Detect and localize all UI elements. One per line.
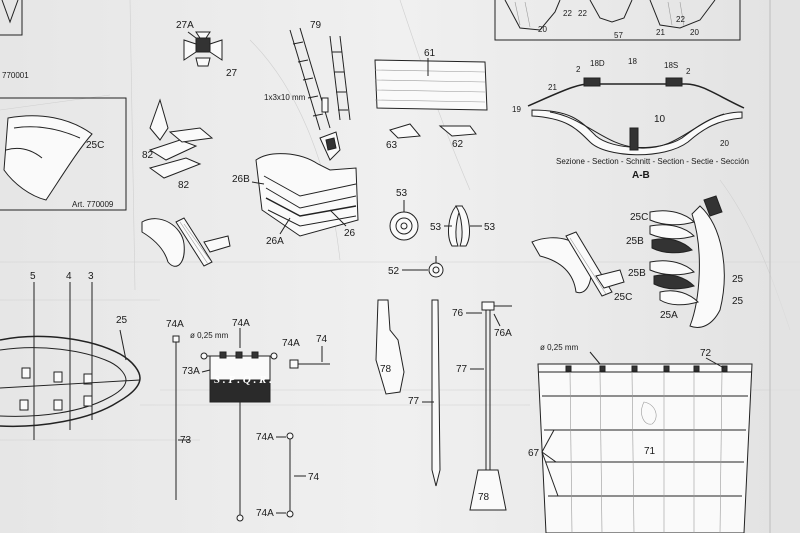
label-57: 57	[614, 31, 623, 40]
label-63: 63	[386, 140, 398, 151]
part-82: 82 82	[142, 98, 214, 191]
part-61-plank: 61 63 62	[374, 48, 488, 151]
label-21-section: 21	[548, 83, 557, 92]
art-number-panel: Art. 770009	[72, 200, 114, 209]
label-27: 27	[226, 68, 238, 79]
part-27-assembly: 27A 27	[176, 20, 238, 79]
banner-assembly: 74A 73 ø 0,25 mm 74A S . P . Q . R . 73A…	[166, 318, 330, 522]
label-22c: 22	[676, 15, 685, 24]
label-78-b: 78	[478, 492, 490, 503]
label-74a-mid: 74A	[282, 338, 300, 349]
part-53-52: 53 53 53 52	[388, 188, 496, 278]
label-25b-a: 25B	[626, 236, 644, 247]
label-25-right-a: 25	[732, 274, 744, 285]
label-67: 67	[528, 448, 540, 459]
label-73a: 73A	[182, 366, 200, 377]
part-25-assembly: 25C 25B 25B 25C 25 25 25A	[531, 195, 744, 328]
label-74a-bottom-b: 74A	[256, 508, 274, 519]
label-diameter-banner: ø 0,25 mm	[190, 331, 229, 340]
label-25-left: 25	[116, 315, 128, 326]
label-82-b: 82	[178, 180, 190, 191]
label-25c-right-a: 25C	[630, 212, 648, 223]
top-left-frame: 770001	[0, 0, 29, 80]
label-25-right-b: 25	[732, 296, 744, 307]
label-2-right: 2	[686, 67, 691, 76]
part-25c-outline	[3, 115, 93, 201]
hull-section-a-b: 2 18D 18 18S 2 21 19 10 20 Sezione - Sec…	[512, 57, 749, 181]
left-panel-25c: 25C Art. 770009	[0, 97, 127, 211]
label-61: 61	[424, 48, 436, 59]
label-3: 3	[88, 271, 94, 282]
label-26b: 26B	[232, 174, 250, 185]
label-18: 18	[628, 57, 637, 66]
label-77-b: 77	[456, 364, 468, 375]
label-strip-size: 1x3x10 mm	[264, 93, 306, 102]
section-name: A-B	[632, 170, 650, 181]
label-53-c: 53	[484, 222, 496, 233]
label-18s: 18S	[664, 61, 678, 70]
label-72: 72	[700, 348, 712, 359]
label-76: 76	[452, 308, 464, 319]
hull-plan-bottom-left: 5 4 3 25	[0, 271, 141, 440]
label-5: 5	[30, 271, 36, 282]
label-82-a: 82	[142, 150, 154, 161]
label-22b: 22	[578, 9, 587, 18]
label-74a-bottom-a: 74A	[256, 432, 274, 443]
label-diameter-frame: ø 0,25 mm	[540, 343, 579, 352]
label-25b-b: 25B	[628, 268, 646, 279]
label-25a: 25A	[660, 310, 678, 321]
label-25c-left: 25C	[86, 140, 104, 151]
label-27a: 27A	[176, 20, 194, 31]
section-caption: Sezione - Section - Schnitt - Section - …	[556, 157, 749, 166]
label-25c-right-b: 25C	[614, 292, 632, 303]
label-26a: 26A	[266, 236, 284, 247]
label-79: 79	[310, 20, 322, 31]
label-10: 10	[654, 114, 666, 125]
art-number-top: 770001	[2, 71, 29, 80]
part-79-ladder: 79 1x3x10 mm	[264, 20, 351, 131]
label-53-b: 53	[430, 222, 442, 233]
part-71-frame: ø 0,25 mm 72 71 67	[528, 343, 753, 533]
label-77-a: 77	[408, 396, 420, 407]
label-62: 62	[452, 139, 464, 150]
part-78-77-76: 78 77 77 78 76 76A	[375, 299, 512, 511]
label-74-bottom: 74	[308, 472, 320, 483]
part-26-assembly: 26B 26A 26	[232, 131, 359, 247]
banner-text: S . P . Q . R .	[214, 374, 272, 386]
label-20b: 20	[690, 28, 699, 37]
label-76a: 76A	[494, 328, 512, 339]
label-74a-top-left: 74A	[166, 319, 184, 330]
label-74-top: 74	[316, 334, 328, 345]
label-20-section: 20	[720, 139, 729, 148]
label-4: 4	[66, 271, 72, 282]
top-right-hull: 22 22 22 20 57 21 20	[494, 0, 741, 41]
label-74a-top: 74A	[232, 318, 250, 329]
label-19: 19	[512, 105, 521, 114]
label-78-a: 78	[380, 364, 392, 375]
label-53-a: 53	[396, 188, 408, 199]
label-21: 21	[656, 28, 665, 37]
label-26: 26	[344, 228, 356, 239]
label-2-left: 2	[576, 65, 581, 74]
label-20a: 20	[538, 25, 547, 34]
label-52: 52	[388, 266, 400, 277]
label-22a: 22	[563, 9, 572, 18]
label-18d: 18D	[590, 59, 605, 68]
label-71: 71	[644, 446, 656, 457]
tool-and-hook	[141, 217, 231, 267]
page-edge	[770, 0, 800, 533]
